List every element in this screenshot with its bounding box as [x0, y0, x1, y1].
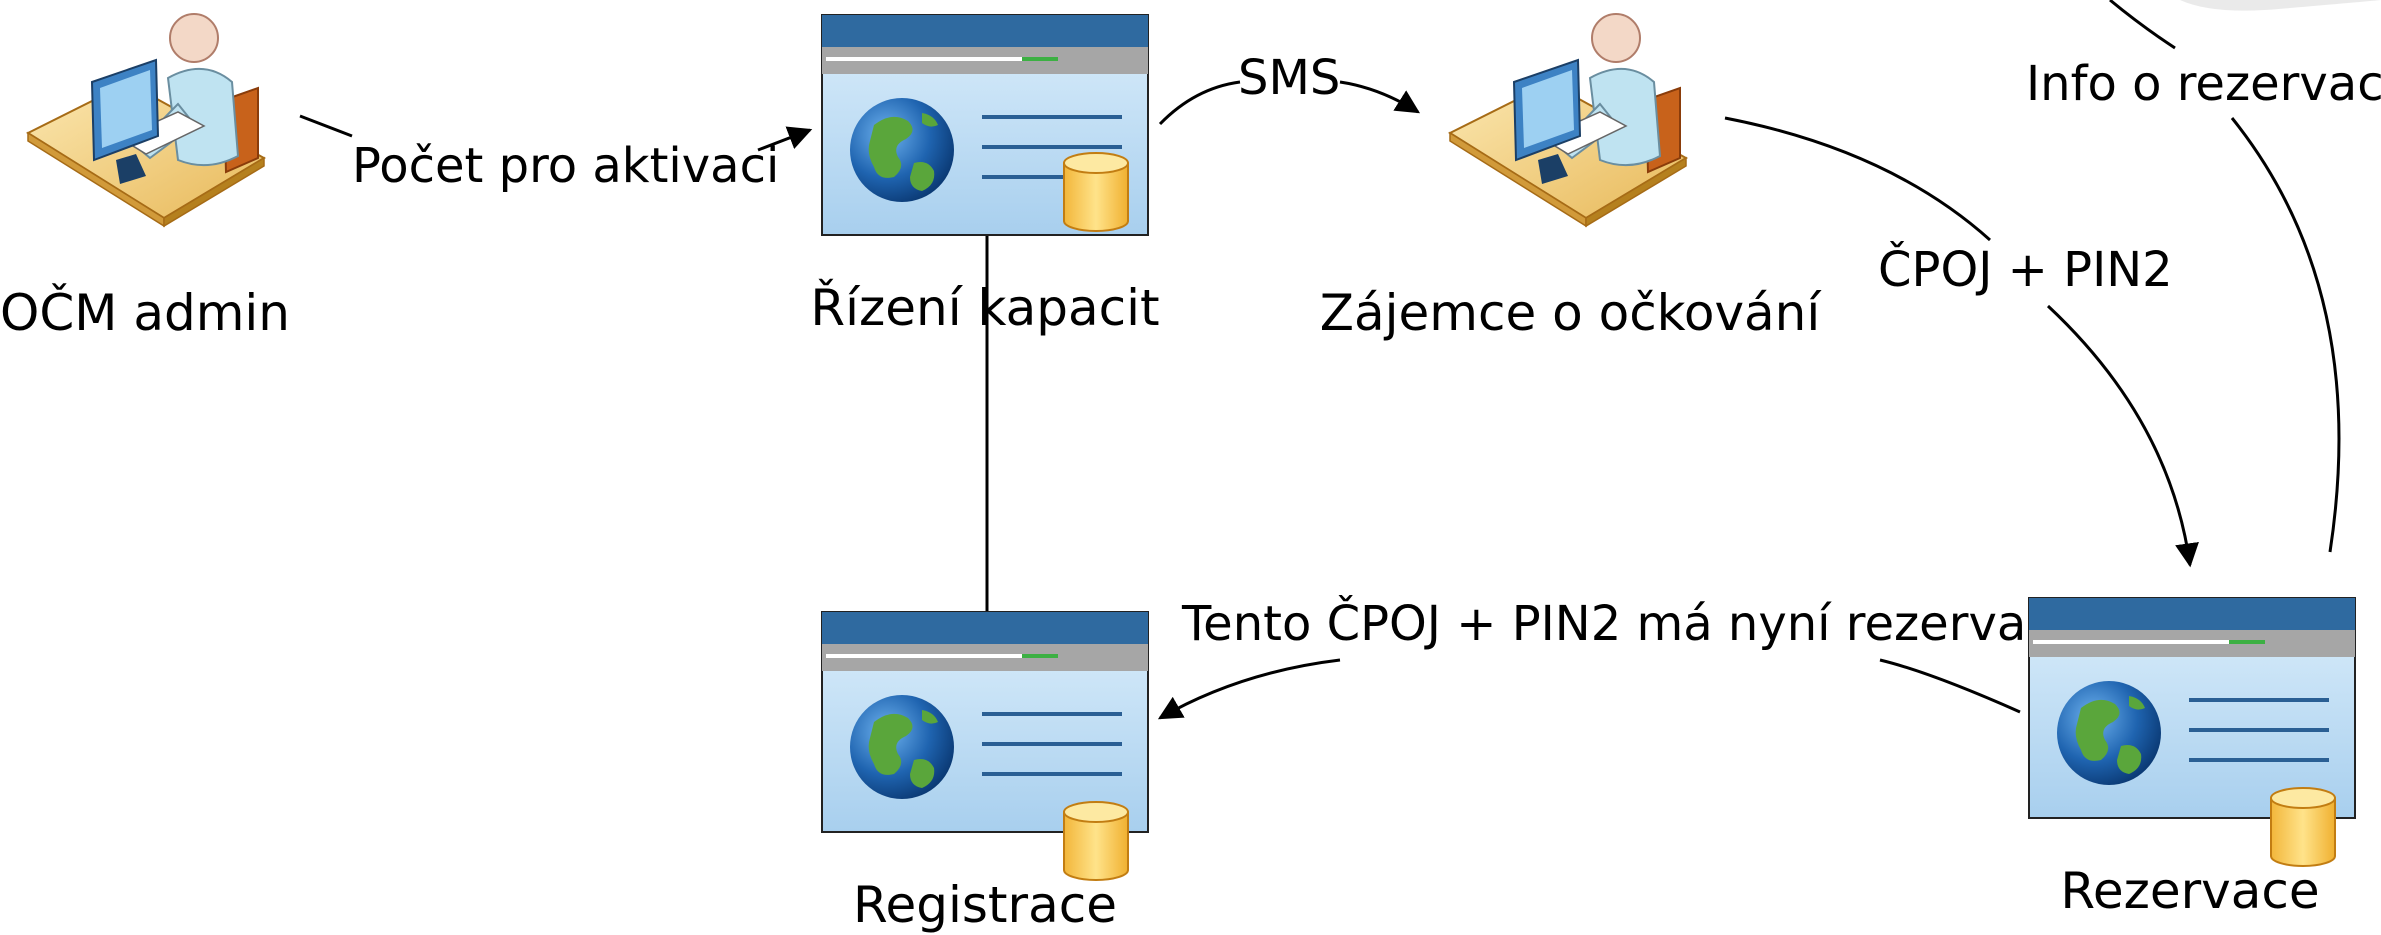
user-at-computer-icon — [1449, 13, 1687, 227]
edge-label-cpoj: ČPOJ + PIN2 — [1878, 241, 2173, 298]
node-ocm-admin: OČM admin — [0, 13, 290, 342]
edge-tento-right — [1879, 658, 2021, 714]
web-app-with-database-icon — [821, 14, 1149, 236]
edge-label-sms: SMS — [1238, 50, 1340, 106]
edge-info-upper — [2109, 0, 2176, 50]
database-icon — [1063, 801, 1129, 881]
database-icon — [2270, 787, 2336, 867]
web-app-with-database-icon — [2028, 597, 2356, 867]
node-label-ocm-admin: OČM admin — [0, 283, 290, 342]
user-at-computer-icon — [27, 13, 265, 227]
node-label-rezervace: Rezervace — [2060, 862, 2319, 920]
node-registrace: Registrace — [821, 611, 1149, 934]
web-app-with-database-icon — [821, 611, 1149, 881]
edge-pocet-arrow — [757, 126, 813, 152]
node-label-registrace: Registrace — [853, 876, 1117, 934]
edge-pocet-segment-1 — [299, 114, 353, 138]
edge-label-pocet: Počet pro aktivaci — [352, 138, 779, 194]
node-zajemce: Zájemce o očkování — [1320, 13, 1823, 342]
node-label-zajemce: Zájemce o očkování — [1320, 284, 1823, 342]
edge-cpoj-upper — [1724, 116, 1992, 242]
edge-label-tento: Tento ČPOJ + PIN2 má nyní rezervaci — [1181, 595, 2066, 652]
node-label-rizeni-kapacit: Řízení kapacit — [810, 279, 1159, 337]
edge-info-lower — [2230, 117, 2341, 553]
edge-sms-right — [1339, 80, 1421, 114]
corner-shadow-decoration — [2180, 0, 2381, 11]
database-icon — [1063, 152, 1129, 232]
edge-tento-left — [1157, 658, 1341, 720]
edge-sms-left — [1158, 80, 1241, 126]
node-rizeni-kapacit: Řízení kapacit — [810, 14, 1160, 337]
edge-label-info: Info o rezervaci — [2026, 56, 2381, 112]
node-rezervace: Rezervace — [2028, 597, 2356, 920]
edge-cpoj-lower — [2046, 304, 2199, 568]
